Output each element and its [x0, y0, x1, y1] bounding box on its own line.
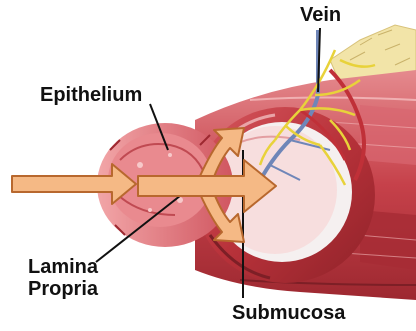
lamina-propria-line2: Propria	[28, 278, 98, 300]
submucosa-label: Submucosa	[232, 302, 345, 324]
left-arrow	[12, 164, 136, 204]
epithelium-label: Epithelium	[40, 84, 142, 106]
lamina-propria-line1: Lamina	[28, 256, 98, 278]
vein-label: Vein	[300, 4, 341, 26]
lamina-propria-label: Lamina Propria	[28, 256, 98, 300]
